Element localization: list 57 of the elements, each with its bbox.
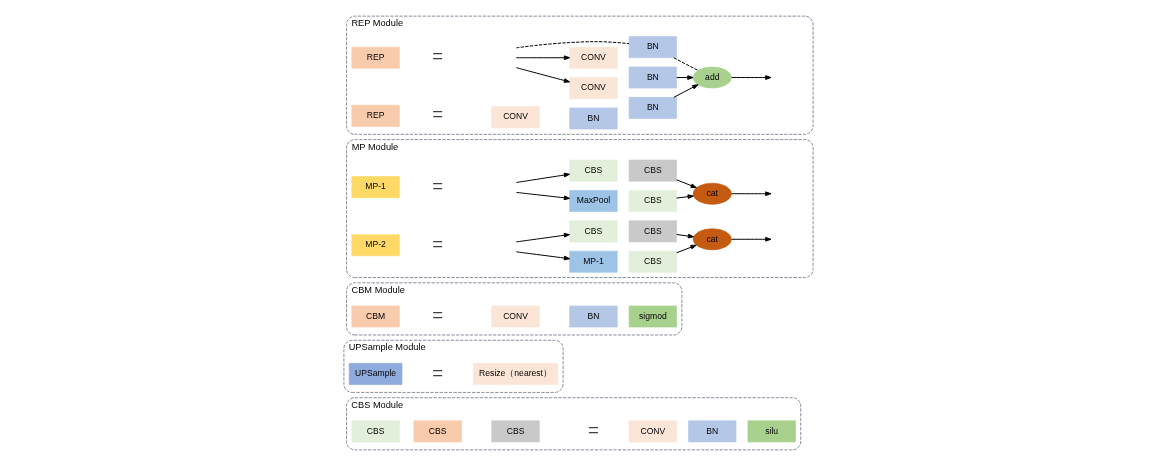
node-box: CBS: [628, 250, 677, 273]
node-box: CBM: [351, 305, 400, 328]
arrow: [515, 67, 570, 83]
node-box: CONV: [568, 46, 618, 69]
node-box: REP: [351, 104, 400, 127]
label: =: [431, 304, 443, 326]
node-box: MaxPool: [568, 190, 618, 212]
arrow: [675, 75, 694, 80]
node-box: MP-1: [351, 176, 400, 198]
node-box: BN: [628, 97, 677, 119]
label: =: [431, 232, 443, 254]
node-box: CBS: [568, 159, 618, 182]
label: =: [431, 361, 443, 383]
node-box: UPSample: [348, 363, 402, 385]
connector: [515, 41, 630, 49]
node-box: BN: [568, 305, 618, 328]
node-box: silu: [747, 420, 796, 443]
node-box: REP: [351, 46, 400, 69]
arrow: [675, 179, 697, 189]
node-box: CONV: [568, 77, 618, 99]
node-box: CONV: [490, 106, 540, 129]
node-box: CBS: [628, 159, 677, 182]
node-box: CBS: [413, 420, 462, 443]
node-box: MP-2: [351, 234, 400, 257]
node-box: BN: [687, 420, 736, 443]
arrow: [675, 233, 694, 239]
arrow: [515, 172, 570, 183]
node-box: CBS: [351, 420, 400, 443]
node-box: CONV: [628, 420, 677, 443]
node-box: CONV: [490, 305, 540, 328]
node-box: CBS: [628, 220, 677, 243]
node-box: CBS: [568, 220, 618, 243]
node-box: BN: [628, 36, 677, 59]
node-ellipse: cat: [692, 182, 732, 205]
arrow: [515, 191, 570, 201]
arrow: [730, 75, 771, 80]
node-ellipse: cat: [692, 228, 732, 251]
arrow: [515, 55, 570, 61]
node-box: sigmod: [628, 305, 677, 328]
connector: [672, 57, 698, 71]
label: =: [431, 103, 443, 125]
arrow: [730, 191, 771, 197]
arrow: [675, 244, 697, 254]
label: =: [431, 45, 443, 67]
node-box: BN: [568, 107, 618, 130]
label: =: [587, 418, 599, 440]
arrow: [675, 194, 694, 199]
node-box: CBS: [490, 420, 540, 443]
node-box: CBS: [628, 190, 677, 212]
arrow: [515, 251, 570, 261]
arrow: [730, 236, 771, 242]
arrow: [515, 232, 570, 243]
arrow: [672, 84, 698, 98]
node-box: BN: [628, 66, 677, 89]
node-box: MP-1: [568, 250, 618, 273]
label: =: [431, 174, 443, 196]
node-box: Resize（nearest）: [472, 363, 558, 385]
